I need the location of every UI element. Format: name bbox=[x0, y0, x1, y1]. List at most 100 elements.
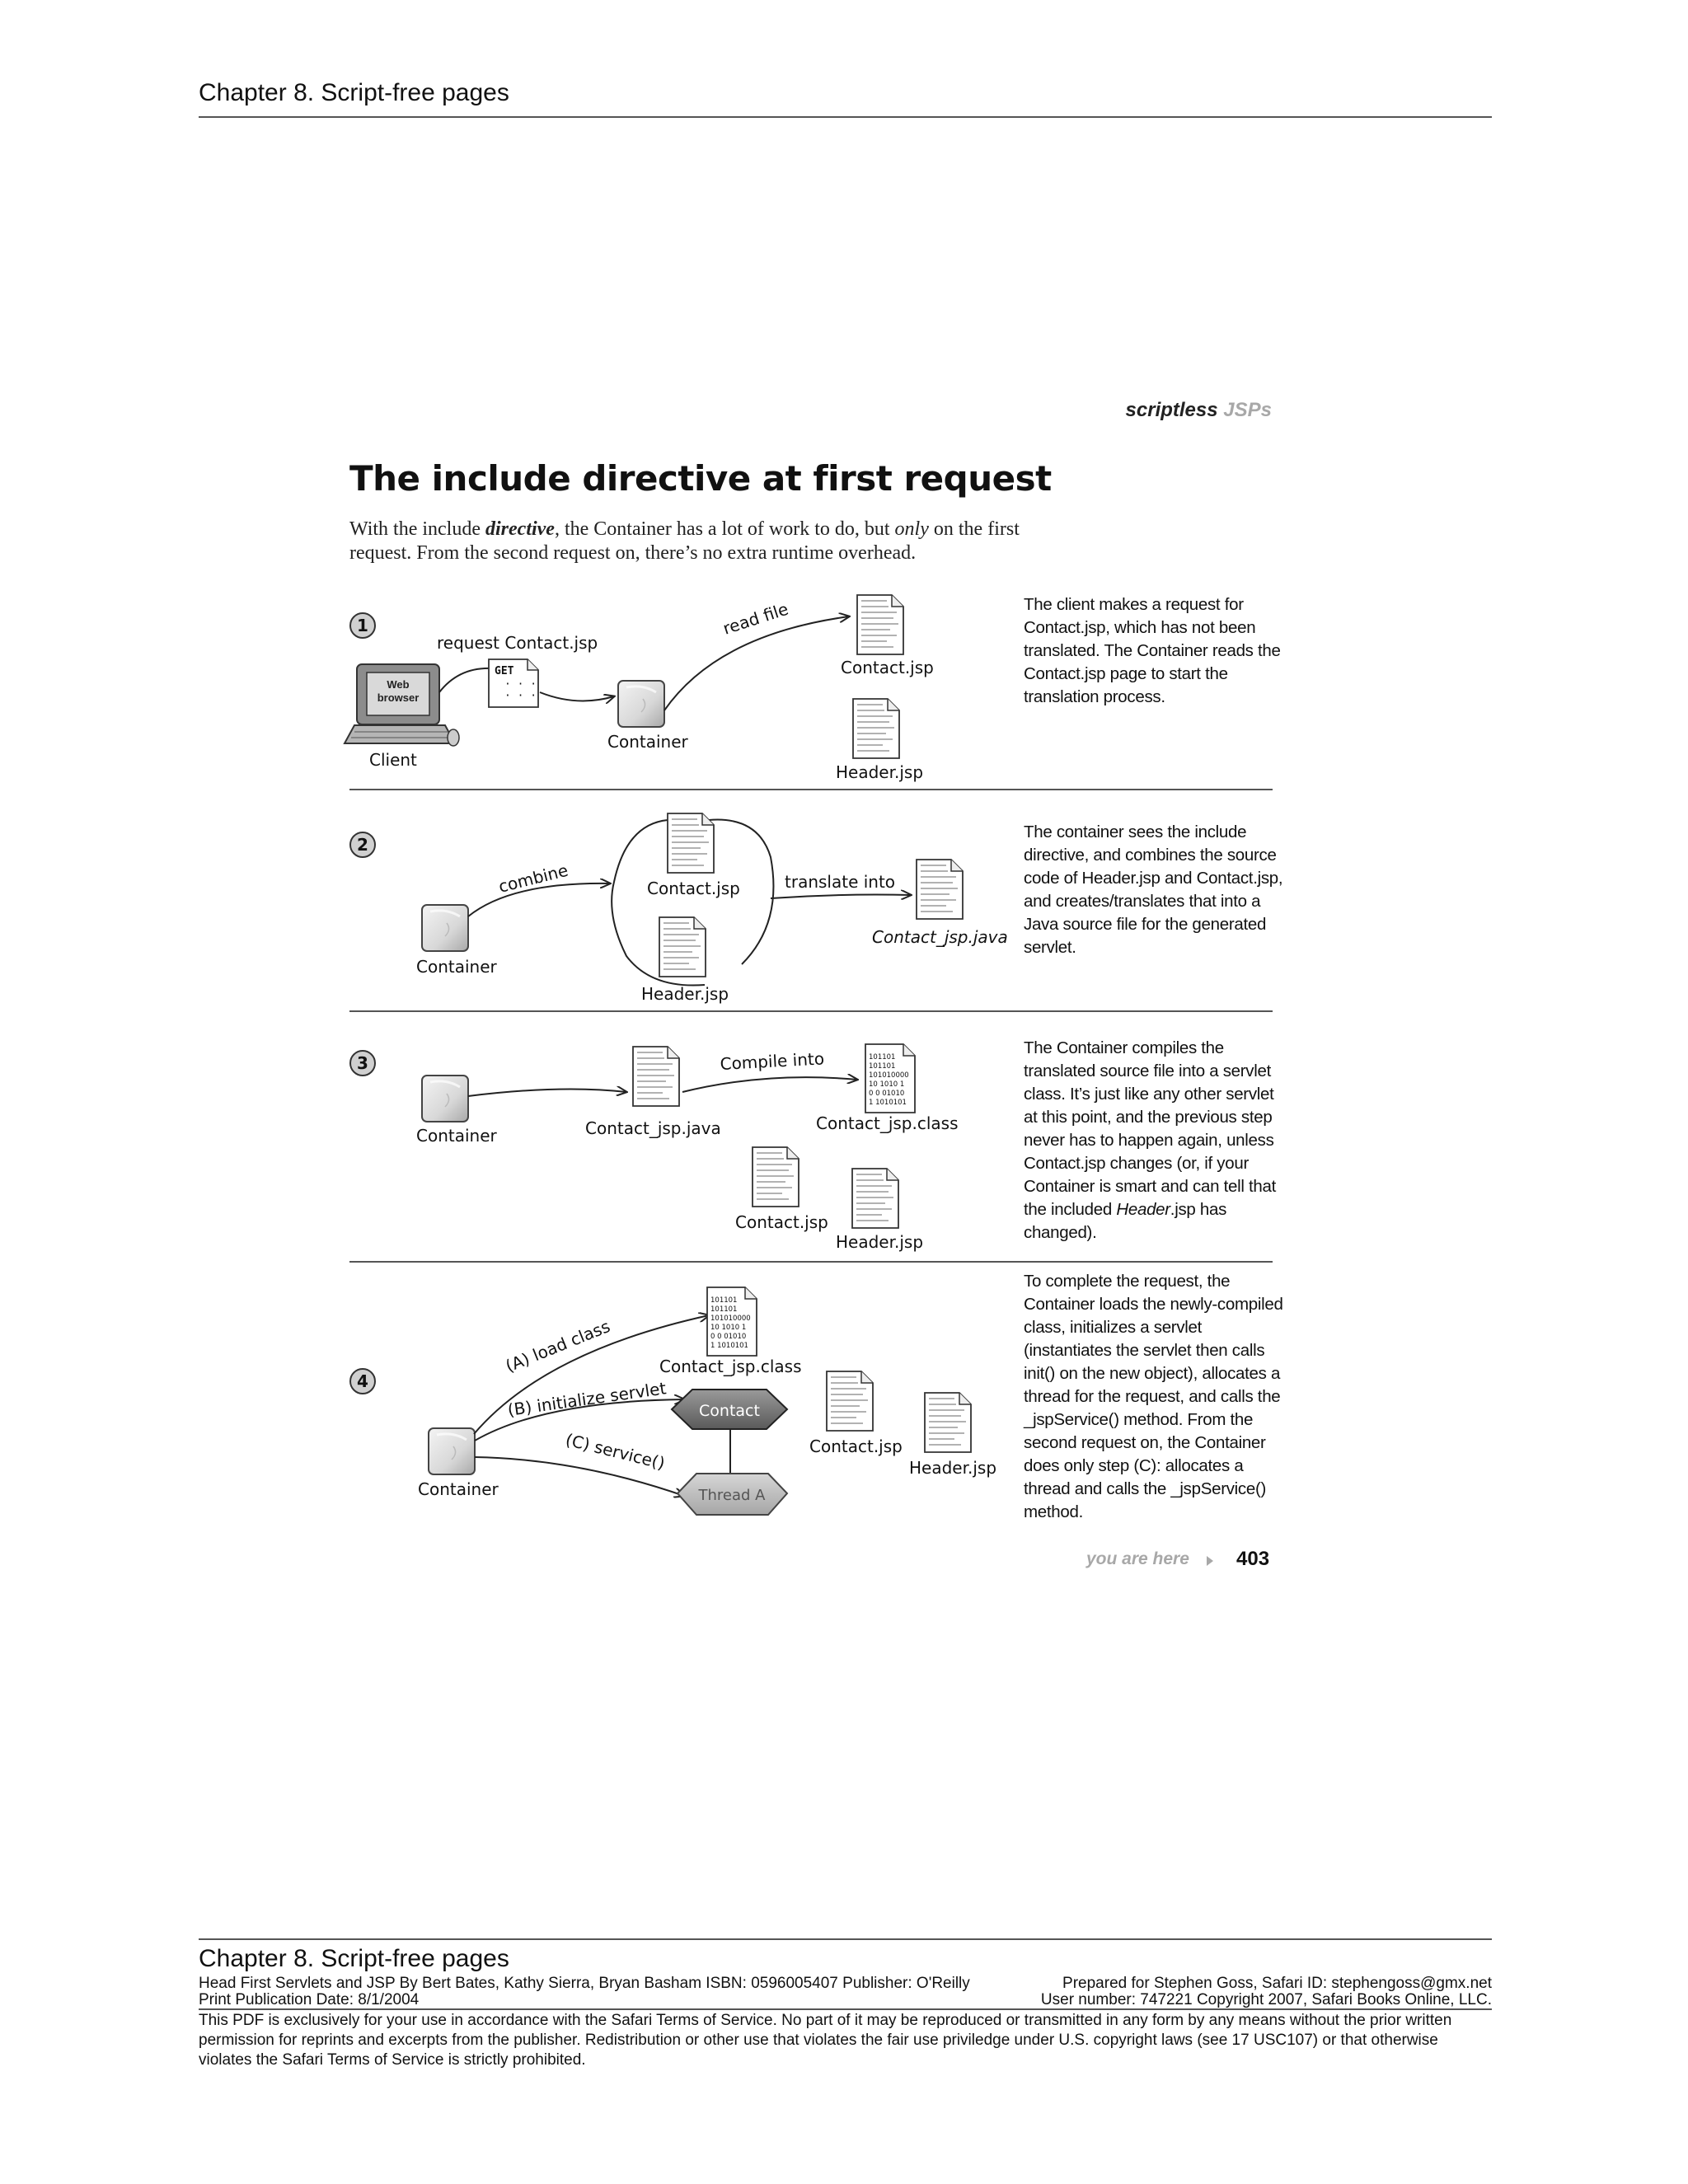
step-4-number: 4 bbox=[357, 1371, 368, 1391]
contact-jsp-label-step1: Contact.jsp bbox=[841, 658, 934, 677]
intro-part-2: , the Container has a lot of work to do,… bbox=[554, 518, 895, 540]
footer-chapter-title: Chapter 8. Script-free pages bbox=[199, 1945, 509, 1972]
step-3-diagram: 3 Container Contact_jsp.java Compile int… bbox=[349, 1043, 959, 1252]
step-3-description-after: .jsp has changed). bbox=[1024, 1200, 1227, 1242]
step-2-number: 2 bbox=[357, 835, 368, 855]
svg-text:· · ·: · · · bbox=[504, 690, 537, 702]
load-class-label: (A) load class bbox=[503, 1316, 613, 1376]
contact-jsp-label-step3: Contact.jsp bbox=[735, 1212, 828, 1232]
step-1-number: 1 bbox=[357, 616, 368, 635]
chapter-header-title: Chapter 8. Script-free pages bbox=[199, 79, 509, 106]
footer-legal-text: This PDF is exclusively for your use in … bbox=[199, 2012, 1452, 2069]
step-2-badge bbox=[349, 832, 376, 858]
step-4-badge bbox=[349, 1368, 376, 1394]
binary-line: 1 1010101 bbox=[710, 1342, 748, 1350]
binary-line: 0 0 01010 bbox=[710, 1333, 746, 1341]
binary-line: 101101 bbox=[869, 1062, 895, 1071]
page-heading: The include directive at first request bbox=[349, 458, 1052, 499]
service-label: (C) service() bbox=[564, 1430, 667, 1474]
page-number: 403 bbox=[1236, 1548, 1270, 1570]
container-label-step4: Container bbox=[418, 1479, 499, 1499]
contact-class-binary-doc-icon: 101101 101101 101010000 10 1010 1 0 0 01… bbox=[865, 1043, 916, 1113]
header-jsp-doc-icon bbox=[851, 1168, 899, 1229]
running-head-gray: JSPs bbox=[1223, 399, 1272, 421]
contact-jsp-doc-icon bbox=[856, 594, 904, 655]
step-3-description: The Container compiles the translated so… bbox=[1024, 1037, 1292, 1244]
step-3-description-before: The Container compiles the translated so… bbox=[1024, 1038, 1276, 1219]
binary-line: 1 1010101 bbox=[869, 1099, 907, 1107]
step-1-badge bbox=[349, 612, 376, 639]
contact-java-doc-icon bbox=[632, 1046, 680, 1107]
you-are-here-arrow-icon bbox=[1207, 1556, 1213, 1566]
container-box-icon bbox=[420, 1074, 470, 1123]
client-label: Client bbox=[369, 750, 417, 770]
step-divider-2 bbox=[349, 1010, 1273, 1012]
initialize-servlet-label: (B) initialize servlet bbox=[506, 1378, 667, 1420]
thread-a-hexagon: Thread A bbox=[676, 1473, 789, 1516]
binary-line: 10 1010 1 bbox=[710, 1324, 746, 1332]
running-head: scriptless JSPs bbox=[1071, 399, 1272, 422]
contact-java-label-step2: Contact_jsp.java bbox=[872, 927, 1008, 947]
intro-paragraph: With the include directive, the Containe… bbox=[349, 518, 1075, 565]
header-rule bbox=[199, 116, 1492, 118]
contact-servlet-hexagon: Contact bbox=[670, 1389, 789, 1430]
intro-part-1: With the include bbox=[349, 518, 485, 540]
step-4-description: To complete the request, the Container l… bbox=[1024, 1272, 1283, 1521]
contact-class-label-step4: Contact_jsp.class bbox=[659, 1357, 802, 1376]
contact-jsp-label-step4: Contact.jsp bbox=[809, 1436, 903, 1456]
running-head-bold: scriptless bbox=[1125, 399, 1218, 421]
footer-rule-top bbox=[199, 1938, 1492, 1940]
header-jsp-label-step3: Header.jsp bbox=[836, 1232, 923, 1252]
binary-line: 101101 bbox=[710, 1305, 737, 1314]
container-box-icon bbox=[617, 679, 666, 729]
binary-line: 101010000 bbox=[869, 1071, 909, 1080]
read-file-label: read file bbox=[720, 599, 790, 639]
web-browser-label-2: browser bbox=[377, 691, 420, 704]
footer-book-line: Head First Servlets and JSP By Bert Bate… bbox=[199, 1975, 970, 1992]
binary-line: 101101 bbox=[710, 1296, 737, 1305]
step-2-description: The container sees the include directive… bbox=[1024, 823, 1283, 957]
web-browser-label-1: Web bbox=[387, 678, 409, 691]
compile-into-label: Compile into bbox=[720, 1048, 825, 1074]
container-box-icon bbox=[427, 1427, 476, 1476]
translate-into-label: translate into bbox=[785, 872, 895, 892]
step-1-description: The client makes a request for Contact.j… bbox=[1024, 595, 1281, 706]
step-1-diagram: 1 Web browser Client request Contact.jsp… bbox=[343, 594, 934, 782]
step-divider-3 bbox=[349, 1261, 1273, 1263]
container-box-icon bbox=[420, 903, 470, 953]
binary-line: 0 0 01010 bbox=[869, 1090, 904, 1098]
step-3-number: 3 bbox=[357, 1053, 368, 1073]
container-label-step1: Container bbox=[607, 732, 689, 752]
contact-jsp-doc-icon bbox=[826, 1371, 874, 1432]
svg-text:· · ·: · · · bbox=[504, 678, 537, 691]
header-jsp-doc-icon bbox=[852, 698, 900, 759]
binary-line: 101010000 bbox=[710, 1315, 751, 1323]
header-jsp-doc-icon bbox=[659, 916, 706, 977]
get-request-doc-icon: GET · · · · · · bbox=[488, 658, 539, 708]
contact-jsp-label-step2: Contact.jsp bbox=[647, 879, 740, 898]
intro-only-word: only bbox=[894, 518, 929, 540]
step-divider-1 bbox=[349, 789, 1273, 790]
header-jsp-label-step2: Header.jsp bbox=[641, 984, 729, 1004]
contact-class-label-step3: Contact_jsp.class bbox=[816, 1113, 959, 1133]
contact-class-binary-doc-icon: 101101 101101 101010000 10 1010 1 0 0 01… bbox=[706, 1286, 757, 1357]
client-computer-icon: Web browser bbox=[343, 663, 460, 747]
footer-prepared-line: Prepared for Stephen Goss, Safari ID: st… bbox=[1062, 1975, 1492, 1992]
step-2-diagram: 2 Container combine Contact.jsp Header.j… bbox=[349, 813, 1008, 1004]
contact-java-label-step3: Contact_jsp.java bbox=[585, 1118, 721, 1138]
you-are-here-label: you are here bbox=[1086, 1549, 1189, 1568]
step-4-diagram: 4 Container (A) load class (B) initializ… bbox=[349, 1286, 996, 1516]
servlet-label: Contact bbox=[699, 1402, 760, 1420]
contact-jsp-doc-icon bbox=[667, 813, 715, 874]
intro-part-3: on the first request. From the second re… bbox=[349, 518, 1020, 564]
container-label-step2: Container bbox=[416, 957, 498, 977]
step-3-badge bbox=[349, 1050, 376, 1076]
container-label-step3: Container bbox=[416, 1126, 498, 1146]
thread-label: Thread A bbox=[698, 1487, 767, 1504]
intro-directive-word: directive bbox=[485, 518, 555, 540]
footer-rule-mid bbox=[199, 2008, 1492, 2010]
contact-java-doc-icon bbox=[916, 859, 964, 920]
get-label: GET bbox=[495, 665, 514, 677]
step-3-description-italic: Header bbox=[1116, 1200, 1170, 1219]
